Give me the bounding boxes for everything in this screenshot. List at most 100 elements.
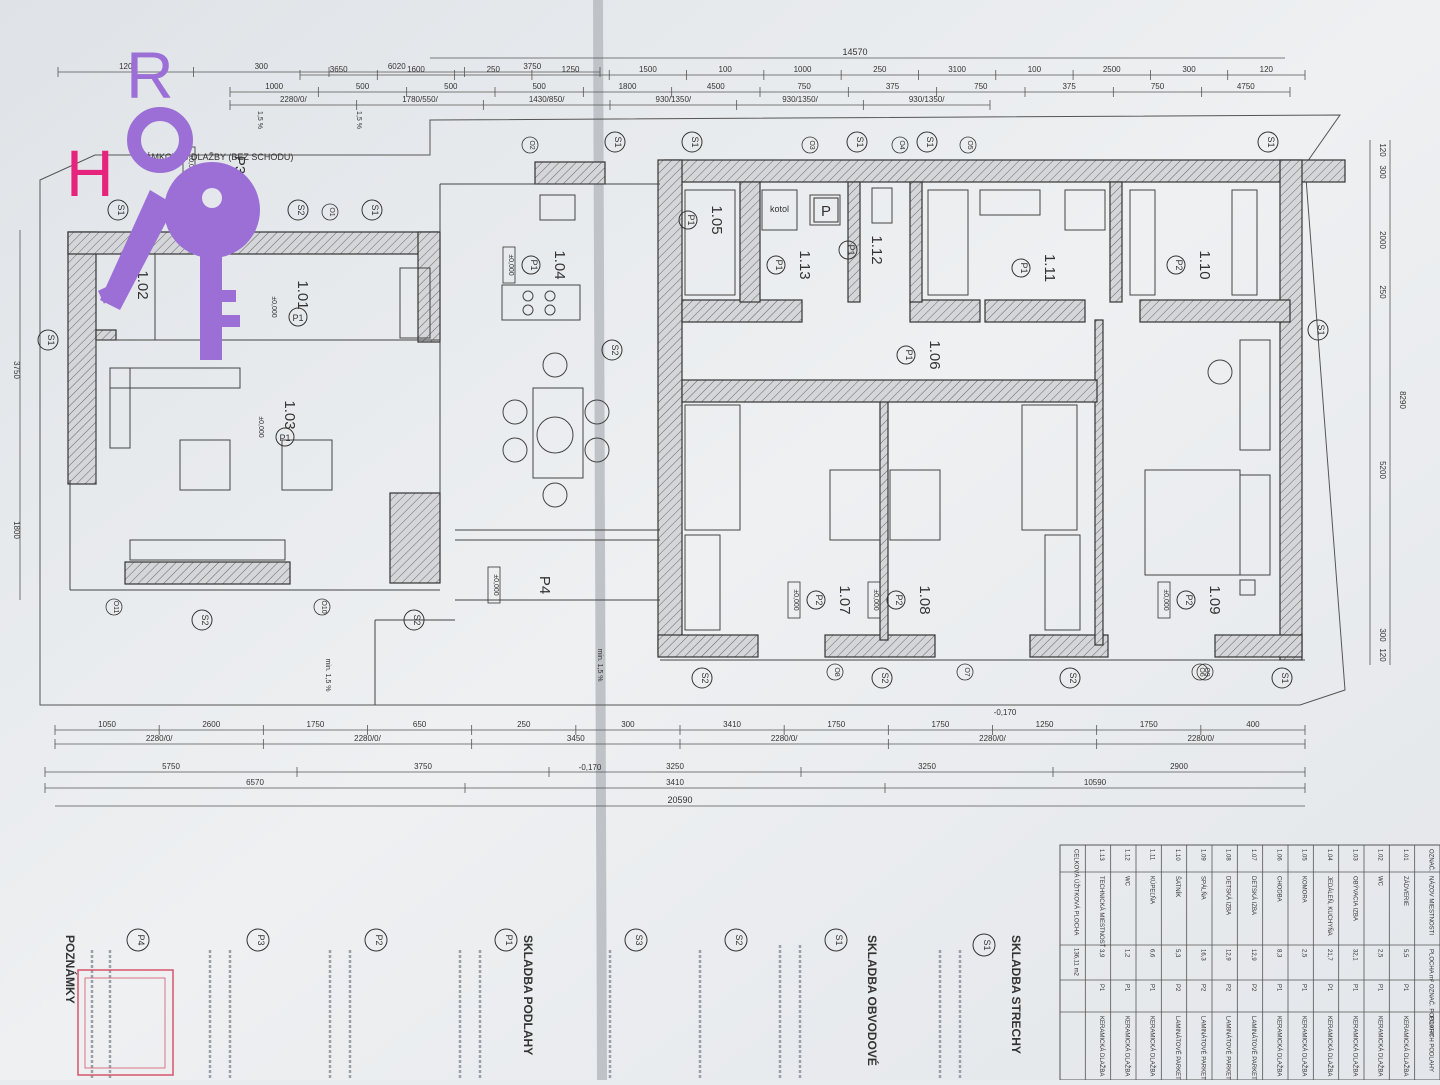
opening-tag: O9 xyxy=(1203,667,1210,676)
room-table-cell: NÁZOV MIESTNOSTI xyxy=(1427,876,1434,935)
dim-bottom-r2: 5750 xyxy=(162,762,180,771)
room-level: ±0,000 xyxy=(792,589,799,610)
dim-top-r3: 500 xyxy=(444,82,458,91)
room-table-cell: OZNAČ. PODLAHY xyxy=(1427,984,1434,1037)
room-number: 1.03 xyxy=(281,400,298,429)
opening-tag: O5 xyxy=(966,140,973,149)
parking-label: P xyxy=(821,203,831,220)
dim-top-r1: 120 xyxy=(119,62,133,71)
room-table-cell: KERAMICKÁ DLAŽBA xyxy=(1149,1016,1157,1076)
wall-tag: S1 xyxy=(1316,324,1326,335)
dim-top-total: 14570 xyxy=(842,47,867,57)
dim-bottom-r2: 3250 xyxy=(666,762,684,771)
dim-top-r2: 300 xyxy=(1182,65,1196,74)
dim-bottom-r3: 6570 xyxy=(246,778,264,787)
wall-tag: S1 xyxy=(1280,672,1290,683)
legend-heading: SKLADBA OBVODOVÉ xyxy=(865,935,880,1066)
room-table-cell: 16,3 xyxy=(1199,949,1205,961)
room-floor-code: P2 xyxy=(1174,259,1184,270)
dim-bottom-r1: 1750 xyxy=(1140,720,1158,729)
dim-top-r3: 375 xyxy=(886,82,900,91)
logo-letter-r: R xyxy=(126,38,174,112)
room-table-cell: KOMORA xyxy=(1301,876,1307,903)
room-table-cell: P2 xyxy=(1250,984,1256,992)
room-number: 1.04 xyxy=(551,250,568,279)
room-table-cell: KERAMICKÁ DLAŽBA xyxy=(1123,1016,1131,1076)
room-table-cell: 5,5 xyxy=(1402,949,1408,958)
dim-bottom-r1: 1750 xyxy=(932,720,950,729)
logo-letter-h: H xyxy=(66,136,114,210)
room-table-cell: KERAMICKÁ DLAŽBA xyxy=(1326,1016,1334,1076)
room-table-cell: LAMINÁTOVÉ PARKETY xyxy=(1199,1016,1206,1080)
room-table-cell: TECHNICKÁ MIESTNOSŤ xyxy=(1098,876,1106,948)
dim-left: 1800 xyxy=(12,521,21,539)
room-table-cell: P1 xyxy=(1326,984,1332,992)
room-level: ±0,000 xyxy=(492,574,499,595)
dim-top-r3: 500 xyxy=(532,82,546,91)
dim-top-r2: 1000 xyxy=(794,65,812,74)
room-floor-code: P1 xyxy=(774,259,784,270)
dim-bottom-r2: 3750 xyxy=(414,762,432,771)
level-mark: -0,170 xyxy=(994,708,1017,717)
wall-tag: S2 xyxy=(1068,672,1078,683)
room-table-cell: KERAMICKÁ DLAŽBA xyxy=(1377,1016,1385,1076)
room-floor-code: P1 xyxy=(529,259,539,270)
room-number: 1.08 xyxy=(916,585,933,614)
room-table-cell: DETSKÁ IZBA xyxy=(1225,876,1232,915)
room-table-cell: P1 xyxy=(1377,984,1383,992)
room-table-cell: P1 xyxy=(1098,984,1104,992)
room-level: ±0,000 xyxy=(872,589,879,610)
slope-label: 1,5 % xyxy=(256,111,263,129)
dim-right: 2000 xyxy=(1378,231,1387,249)
wall-tag: S2 xyxy=(700,672,710,683)
room-table-cell: LAMINÁTOVÉ PARKETY xyxy=(1250,1016,1257,1080)
walls xyxy=(67,159,1346,661)
dim-bottom-r1: 1750 xyxy=(307,720,325,729)
legend-code: S1 xyxy=(982,939,992,950)
partitions xyxy=(69,183,1305,705)
opening-tag: O3 xyxy=(808,140,815,149)
dim-bottom-r1: 1250 xyxy=(1036,720,1054,729)
dim-top-r2: 120 xyxy=(1260,65,1274,74)
room-number: 1.06 xyxy=(926,340,943,369)
dim-bottom-r1: 650 xyxy=(413,720,427,729)
dim-top-r2: 250 xyxy=(873,65,887,74)
dim-bottom-r1: 400 xyxy=(1246,720,1260,729)
room-floor-code: P1 xyxy=(1019,262,1029,273)
room-number: 1.02 xyxy=(134,270,151,299)
dim-top-r4: 930/1350/ xyxy=(656,95,692,104)
opening-tag: O2 xyxy=(528,140,535,149)
opening-tag: O6 xyxy=(1198,667,1205,676)
room-floor-code: P2 xyxy=(894,594,904,605)
room-table-cell: 1.08 xyxy=(1225,849,1231,861)
room-number: 1.05 xyxy=(708,205,725,234)
room-floor-code: P1 xyxy=(846,244,856,255)
wall-tag: S1 xyxy=(925,136,935,147)
dim-top-r3: 375 xyxy=(1062,82,1076,91)
wall-tag: S2 xyxy=(610,344,620,355)
dim-right: 250 xyxy=(1378,285,1387,299)
dim-bottom-r1b: 2280/0/ xyxy=(146,734,173,743)
wall-tag: S1 xyxy=(46,334,56,345)
room-table-cell: CHODBA xyxy=(1275,876,1281,902)
legend-code: P2 xyxy=(374,934,384,945)
wall-tag: S1 xyxy=(613,136,623,147)
dim-bottom-r1b: 2280/0/ xyxy=(354,734,381,743)
dim-right: 300 xyxy=(1378,628,1387,642)
room-floor-code: P1 xyxy=(904,349,914,360)
room-table-cell: 8,3 xyxy=(1275,949,1281,958)
dim-bottom-r1b: 2280/0/ xyxy=(979,734,1006,743)
legend-code: P1 xyxy=(504,934,514,945)
dim-top-r2: 1600 xyxy=(407,65,425,74)
dim-right: 300 xyxy=(1378,165,1387,179)
legend-heading: POZNÁMKY xyxy=(63,935,78,1004)
room-level: ±0,000 xyxy=(257,416,264,437)
furniture xyxy=(109,187,1271,631)
slope-label: 1,5 % xyxy=(355,111,362,129)
room-number: P4 xyxy=(536,576,553,594)
room-table-cell: 1,2 xyxy=(1123,949,1129,958)
wall-tag: S1 xyxy=(116,204,126,215)
room-table-cell: P2 xyxy=(1199,984,1205,992)
level-mark: -0,170 xyxy=(579,763,602,772)
